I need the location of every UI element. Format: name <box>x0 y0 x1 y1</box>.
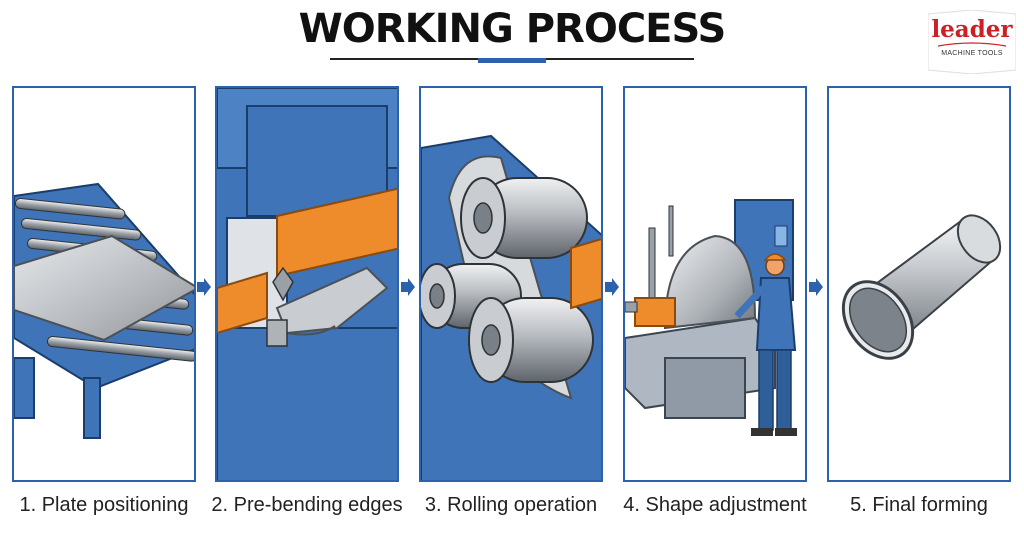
press-brake-icon <box>217 88 397 480</box>
title-accent-bar <box>478 58 546 63</box>
step-3-caption: 3. Rolling operation <box>424 494 598 516</box>
step-2-panel <box>215 86 399 482</box>
brand-logo: leader MACHINE TOOLS <box>927 9 1017 75</box>
roller-conveyor-icon <box>14 182 194 439</box>
step-1-panel <box>12 86 196 482</box>
step-2-caption: 2. Pre-bending edges <box>211 494 403 516</box>
steel-cylinder-icon <box>841 214 1002 360</box>
operator-adjusting-machine-icon <box>625 199 797 436</box>
flow-arrow-icon <box>809 278 823 296</box>
step-5-panel <box>827 86 1011 482</box>
flow-arrow-icon <box>197 278 211 296</box>
logo-wordmark: leader <box>931 16 1013 43</box>
page-title: WORKING PROCESS <box>298 6 727 52</box>
flow-arrow-icon <box>401 278 415 296</box>
plate-rolling-machine-icon <box>421 134 601 480</box>
step-4-caption: 4. Shape adjustment <box>623 494 807 516</box>
logo-subtitle: MACHINE TOOLS <box>941 50 1003 57</box>
step-1-caption: 1. Plate positioning <box>19 494 189 516</box>
step-3-panel <box>419 86 603 482</box>
step-5-caption: 5. Final forming <box>850 494 988 516</box>
step-4-panel <box>623 86 807 482</box>
flow-arrow-icon <box>605 278 619 296</box>
